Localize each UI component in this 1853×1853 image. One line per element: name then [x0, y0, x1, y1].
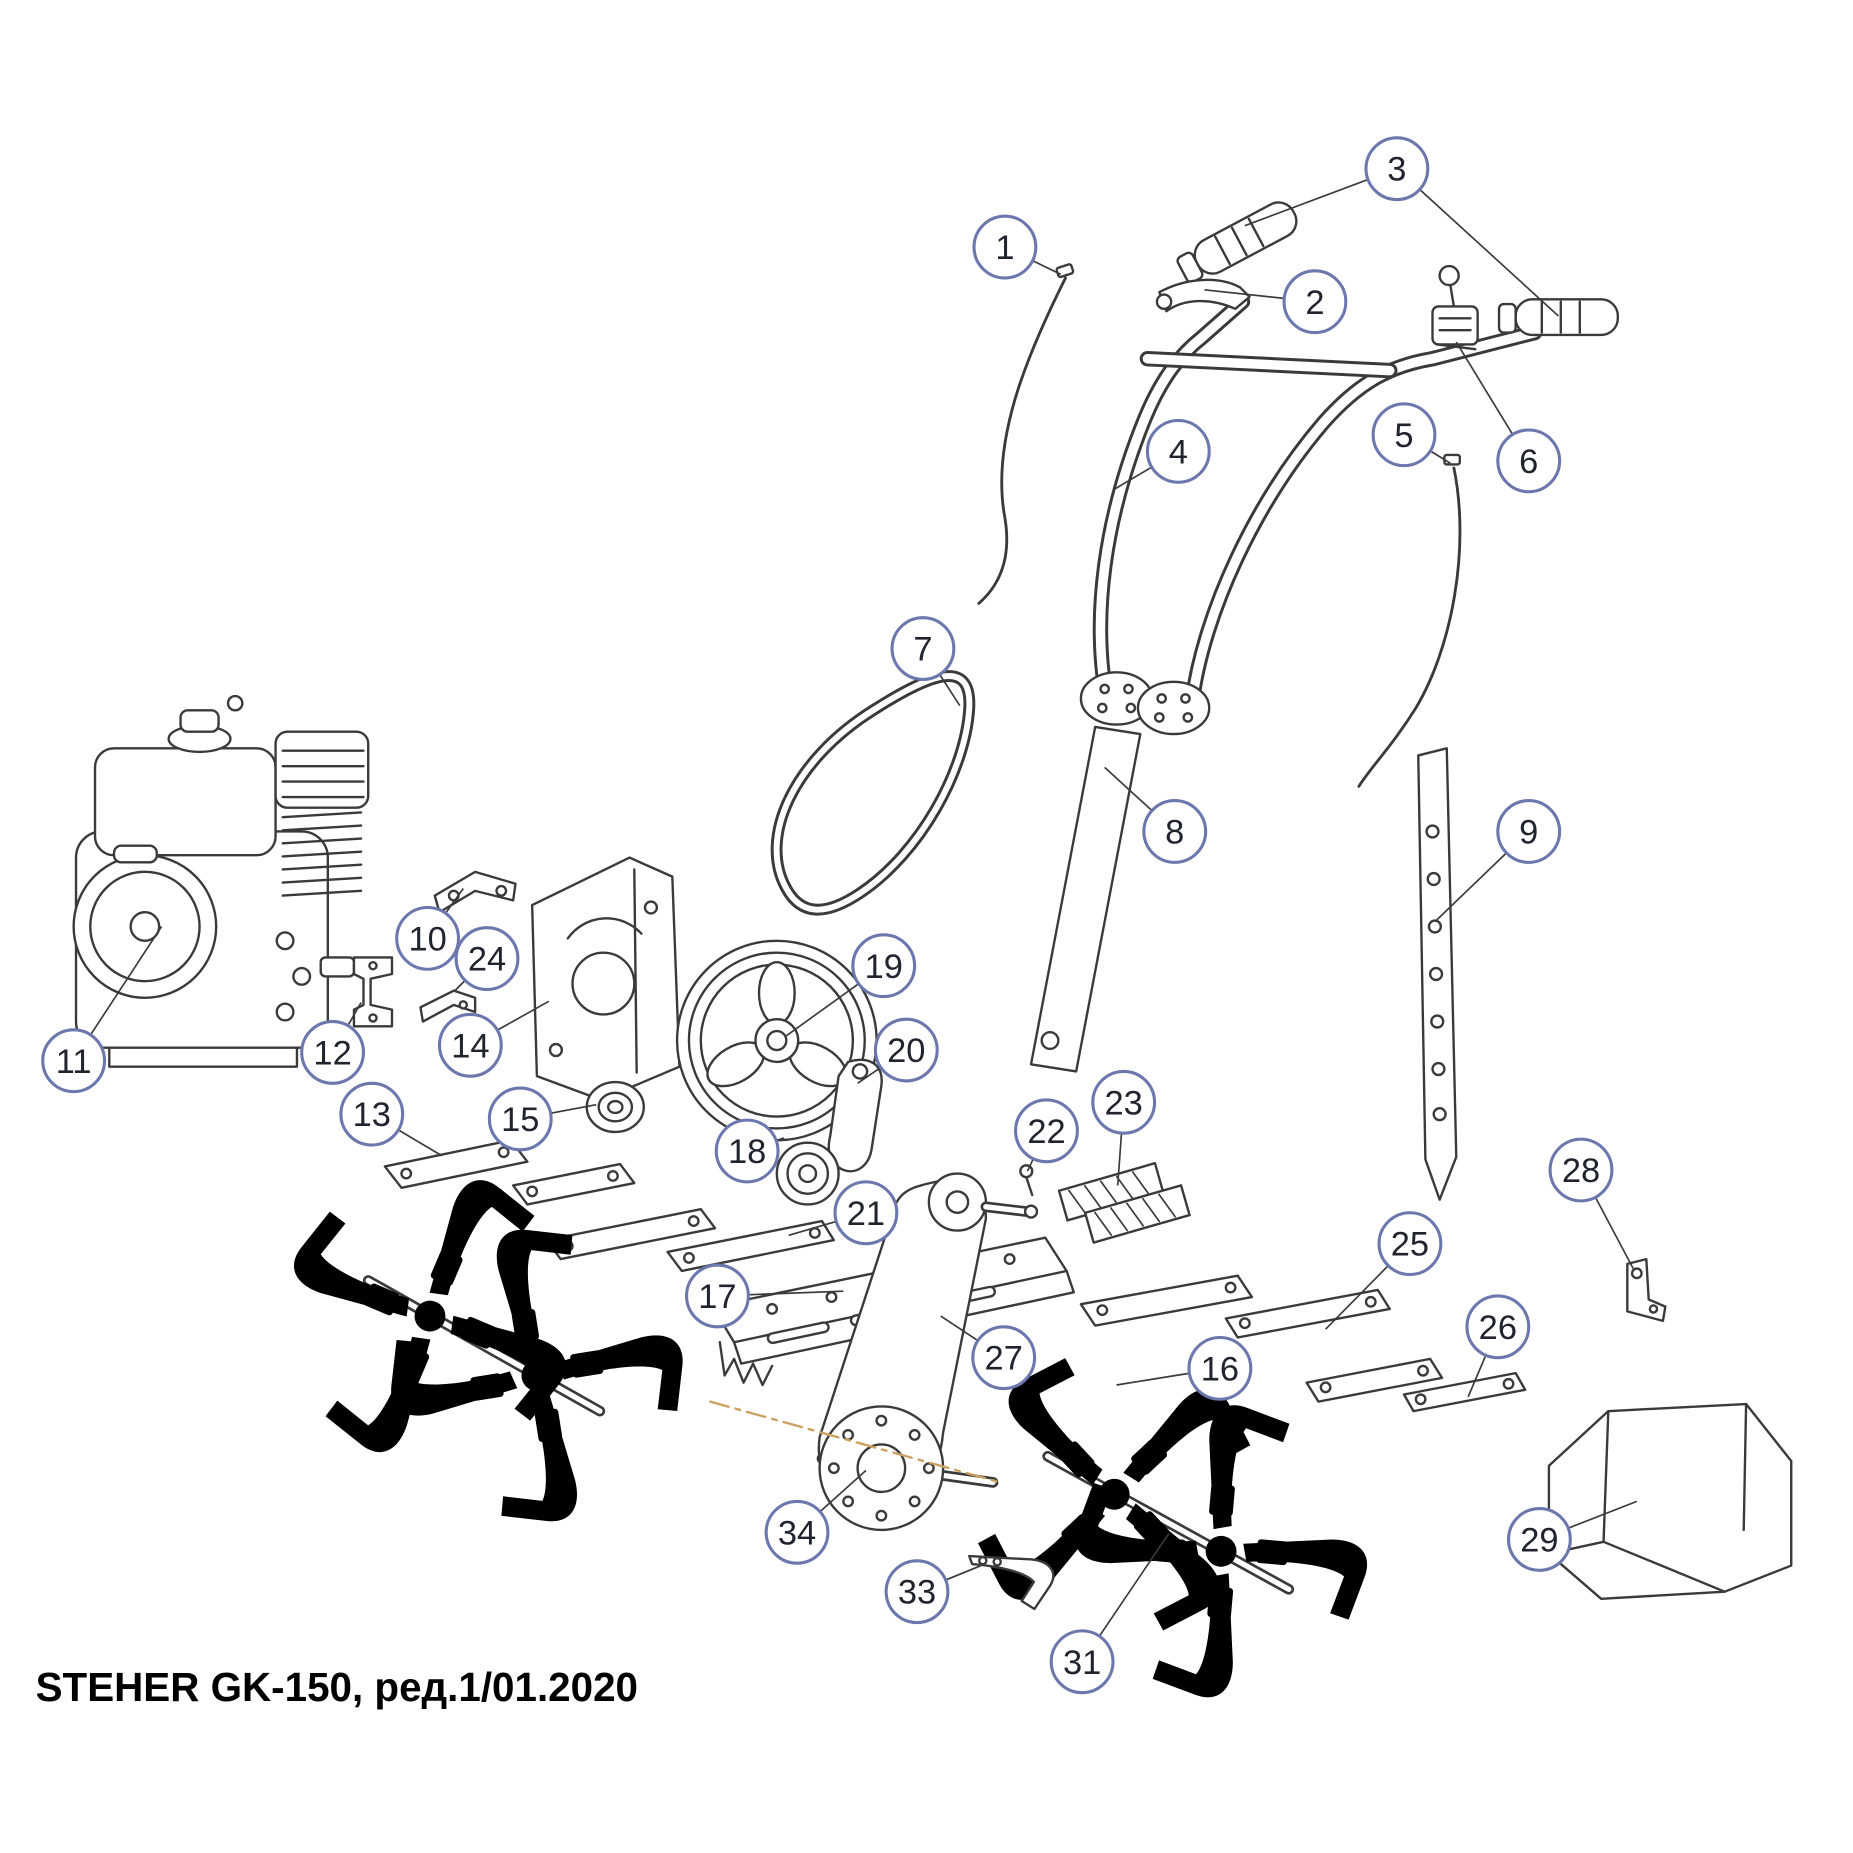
svg-text:1: 1 — [995, 229, 1014, 267]
cable-tie — [1357, 453, 1462, 788]
svg-text:22: 22 — [1027, 1113, 1065, 1151]
svg-text:6: 6 — [1519, 443, 1538, 481]
svg-text:27: 27 — [985, 1340, 1023, 1378]
plates-25 — [1079, 1274, 1391, 1339]
tine-assembly-right — [911, 1291, 1392, 1722]
callout-2: 2 — [1204, 269, 1348, 335]
svg-text:11: 11 — [56, 1043, 92, 1081]
svg-text:3: 3 — [1387, 151, 1406, 189]
line-art — [72, 201, 1793, 1722]
svg-text:18: 18 — [728, 1133, 766, 1171]
svg-text:16: 16 — [1201, 1350, 1239, 1388]
svg-text:4: 4 — [1169, 433, 1188, 471]
tensioner-bracket — [827, 1058, 883, 1173]
callout-3: 3 — [1244, 136, 1559, 317]
svg-text:2: 2 — [1305, 284, 1324, 322]
callout-4: 4 — [1113, 418, 1211, 491]
depth-stake — [1417, 747, 1458, 1201]
callout-21: 21 — [788, 1180, 899, 1246]
callout-31: 31 — [1049, 1533, 1170, 1695]
svg-text:25: 25 — [1391, 1226, 1429, 1264]
bracket-z — [352, 956, 394, 1028]
throttle-lever — [1155, 278, 1251, 313]
belt-cover — [530, 856, 681, 1102]
throttle-cable — [977, 263, 1075, 605]
callout-18: 18 — [714, 1118, 785, 1184]
driven-pulley — [675, 939, 878, 1142]
svg-text:9: 9 — [1519, 814, 1538, 852]
callout-16: 16 — [1116, 1335, 1253, 1401]
callout-34: 34 — [764, 1469, 867, 1565]
callout-26: 26 — [1465, 1294, 1531, 1398]
handlebar-assembly — [1079, 293, 1543, 736]
callout-20: 20 — [857, 1017, 939, 1084]
svg-text:28: 28 — [1562, 1152, 1600, 1190]
svg-text:13: 13 — [353, 1096, 391, 1134]
tine-blade — [968, 1554, 1055, 1611]
cover-hood — [1547, 1402, 1793, 1600]
callout-8: 8 — [1104, 766, 1208, 864]
callout-1: 1 — [972, 214, 1062, 280]
svg-text:34: 34 — [778, 1514, 816, 1552]
diagram-title: STEHER GK-150, ред.1/01.2020 — [36, 1664, 638, 1710]
callout-24: 24 — [454, 926, 520, 992]
callout-25: 25 — [1325, 1211, 1443, 1330]
grip-left — [1176, 201, 1298, 284]
callout-22: 22 — [1014, 1098, 1079, 1172]
svg-text:8: 8 — [1165, 814, 1184, 852]
svg-text:20: 20 — [887, 1032, 925, 1070]
callout-11: 11 — [41, 926, 163, 1094]
drive-belt — [770, 670, 976, 916]
callout-28: 28 — [1548, 1137, 1634, 1269]
handlebar-stem — [1029, 725, 1142, 1073]
callout-10: 10 — [395, 888, 464, 971]
callout-14: 14 — [437, 1000, 550, 1078]
bracket-l — [1626, 1257, 1667, 1323]
callout-9: 9 — [1434, 799, 1562, 923]
plates-13 — [383, 1139, 636, 1206]
tine-assembly-left — [263, 1149, 732, 1571]
tensioner-pulley — [775, 1141, 840, 1206]
svg-text:26: 26 — [1479, 1309, 1517, 1347]
svg-text:5: 5 — [1394, 417, 1413, 455]
plates-21 — [545, 1208, 836, 1273]
chain-case — [709, 1172, 1039, 1532]
svg-text:17: 17 — [698, 1278, 736, 1316]
callout-29: 29 — [1506, 1500, 1638, 1572]
svg-text:21: 21 — [847, 1195, 885, 1233]
callout-12: 12 — [300, 1002, 366, 1085]
callout-19: 19 — [785, 933, 917, 1037]
svg-text:31: 31 — [1063, 1644, 1101, 1682]
callout-15: 15 — [487, 1086, 597, 1152]
small-pulley — [585, 1080, 645, 1134]
grip-right — [1497, 298, 1619, 337]
callout-5: 5 — [1371, 402, 1451, 468]
callout-33: 33 — [884, 1559, 982, 1625]
svg-text:15: 15 — [501, 1101, 539, 1139]
engine-assembly — [72, 694, 370, 1068]
striped-plates — [1057, 1162, 1191, 1244]
callout-6: 6 — [1455, 341, 1562, 494]
svg-text:14: 14 — [451, 1027, 489, 1065]
plates-26 — [1305, 1357, 1527, 1413]
svg-text:24: 24 — [468, 941, 506, 979]
svg-text:10: 10 — [408, 920, 446, 958]
bracket-angle — [419, 989, 477, 1023]
callout-27: 27 — [940, 1315, 1037, 1391]
svg-text:23: 23 — [1105, 1084, 1143, 1122]
callout-7: 7 — [890, 616, 961, 707]
bracket-top — [433, 870, 517, 914]
svg-text:33: 33 — [898, 1574, 936, 1612]
svg-text:12: 12 — [313, 1034, 351, 1072]
svg-text:19: 19 — [865, 948, 903, 986]
callout-17: 17 — [685, 1263, 844, 1329]
engine-switch — [1431, 264, 1479, 351]
callout-23: 23 — [1091, 1069, 1157, 1186]
bolt — [1019, 1164, 1034, 1197]
svg-text:7: 7 — [913, 631, 932, 669]
svg-text:29: 29 — [1520, 1521, 1558, 1559]
callout-13: 13 — [339, 1081, 443, 1157]
